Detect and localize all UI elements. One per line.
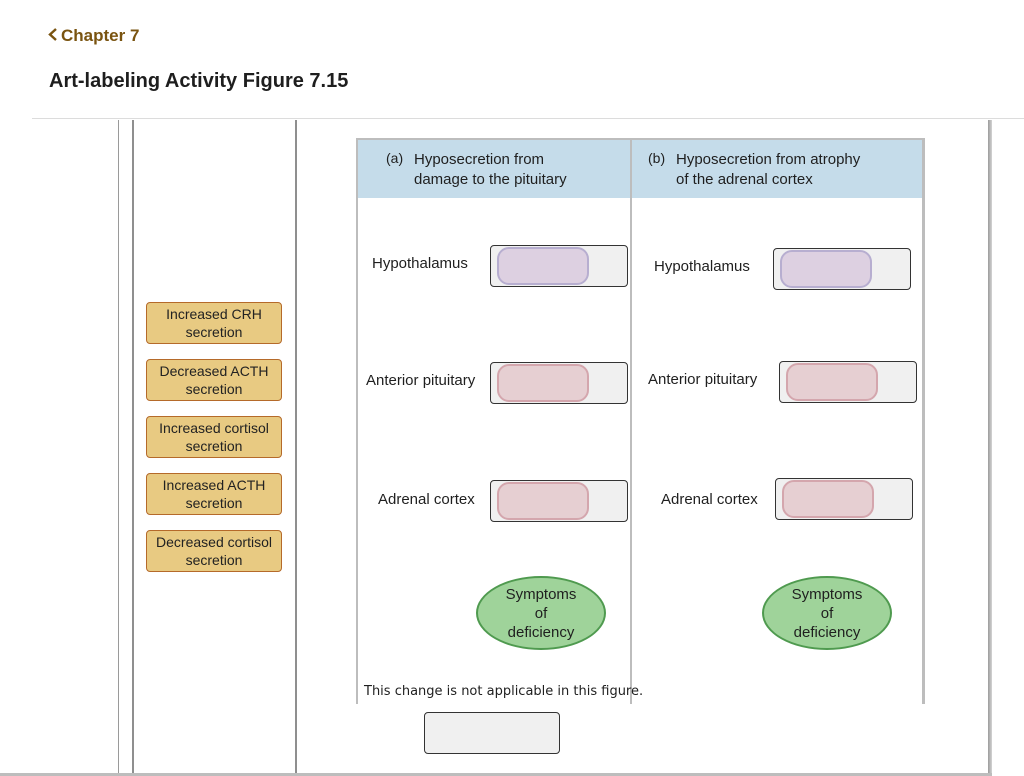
panel-b-title: Hyposecretion from atrophy of the adrena… [676, 151, 861, 188]
adrenal-cortex-label: Adrenal cortex [661, 491, 758, 508]
drop-target-a-hypothalamus[interactable] [490, 245, 628, 287]
drop-slot [782, 480, 874, 518]
symptoms-text: Symptoms [791, 585, 863, 603]
chip-text: Increased cortisol [159, 420, 269, 436]
adrenal-cortex-label: Adrenal cortex [378, 491, 475, 508]
drop-target-b-adrenal-cortex[interactable] [775, 478, 913, 520]
back-to-chapter-link[interactable]: Chapter 7 [48, 26, 139, 46]
back-link-label: Chapter 7 [61, 26, 140, 45]
chip-text: Decreased cortisol [156, 534, 272, 550]
frame-line [295, 120, 297, 776]
panel-a-letter: (a) [386, 150, 404, 166]
label-chip-increased-acth[interactable]: Increased ACTH secretion [146, 473, 282, 515]
symptoms-text: of [820, 604, 834, 622]
symptoms-text: deficiency [507, 623, 575, 641]
chip-text: secretion [185, 324, 243, 340]
frame-edge [988, 120, 992, 776]
chip-text: secretion [185, 552, 243, 568]
panel-b-letter: (b) [648, 150, 666, 166]
activity-frame [118, 120, 988, 776]
drop-slot [497, 364, 589, 402]
label-chip-increased-cortisol[interactable]: Increased cortisol secretion [146, 416, 282, 458]
label-chip-decreased-acth[interactable]: Decreased ACTH secretion [146, 359, 282, 401]
symptoms-text: Symptoms [505, 585, 577, 603]
panel-b-header: (b) Hyposecretion from atrophy of the ad… [632, 138, 922, 198]
drop-slot [497, 482, 589, 520]
chip-text: secretion [185, 495, 243, 511]
label-chip-increased-crh[interactable]: Increased CRH secretion [146, 302, 282, 344]
anterior-pituitary-label: Anterior pituitary [648, 371, 758, 388]
divider [32, 118, 1024, 119]
drop-target-a-anterior-pituitary[interactable] [490, 362, 628, 404]
not-applicable-drop-target[interactable] [424, 712, 560, 754]
chip-text: secretion [185, 438, 243, 454]
chip-text: secretion [185, 381, 243, 397]
page-title: Art-labeling Activity Figure 7.15 [49, 70, 349, 92]
drop-target-b-hypothalamus[interactable] [773, 248, 911, 290]
symptoms-of-deficiency-a: Symptoms of deficiency [476, 576, 606, 650]
drop-slot [786, 363, 878, 401]
drop-slot [780, 250, 872, 288]
drop-target-b-anterior-pituitary[interactable] [779, 361, 917, 403]
drop-target-a-adrenal-cortex[interactable] [490, 480, 628, 522]
hypothalamus-label: Hypothalamus [372, 255, 468, 272]
frame-line [118, 120, 119, 776]
drop-slot [497, 247, 589, 285]
anterior-pituitary-label: Anterior pituitary [366, 372, 476, 389]
symptoms-of-deficiency-b: Symptoms of deficiency [762, 576, 892, 650]
chevron-left-icon [48, 26, 58, 46]
panel-a-title: Hyposecretion from damage to the pituita… [414, 151, 567, 188]
frame-edge [0, 773, 992, 776]
symptoms-text: of [534, 604, 548, 622]
not-applicable-note: This change is not applicable in this fi… [364, 684, 644, 699]
chip-text: Decreased ACTH [159, 363, 269, 379]
hypothalamus-label: Hypothalamus [654, 258, 750, 275]
panel-a-header: (a) Hyposecretion from damage to the pit… [358, 138, 630, 198]
label-chip-decreased-cortisol[interactable]: Decreased cortisol secretion [146, 530, 282, 572]
chip-text: Increased ACTH [162, 477, 266, 493]
chip-text: Increased CRH [166, 306, 262, 322]
symptoms-text: deficiency [793, 623, 861, 641]
frame-line [132, 120, 134, 776]
